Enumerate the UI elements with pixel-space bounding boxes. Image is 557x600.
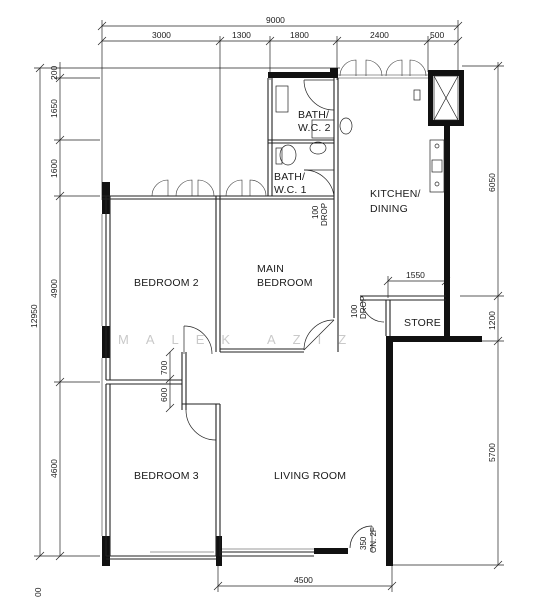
internal-walls xyxy=(102,78,446,560)
windows xyxy=(101,59,428,553)
kitchen-label-line2: DINING xyxy=(370,203,408,215)
dim-left-seg-2: 1650 xyxy=(49,99,59,118)
dim-top-seg-4: 2400 xyxy=(370,30,389,40)
dimension-lines xyxy=(34,20,504,592)
kitchen-label-line1: KITCHEN/ xyxy=(370,188,421,200)
drop-labels: 100 DROP 100 DROP 350 ON. 2F xyxy=(311,203,378,553)
dim-left-bottom-partial: 00 xyxy=(33,587,43,597)
bath-wc1-label-line2: W.C. 1 xyxy=(274,184,307,196)
dim-bottom: 4500 xyxy=(294,575,313,585)
store-label: STORE xyxy=(404,317,441,329)
dim-left-seg-4: 4900 xyxy=(49,279,59,298)
dim-top-seg-5: 500 xyxy=(430,30,444,40)
doors xyxy=(183,79,385,552)
dimension-text: 9000 3000 1300 1800 2400 500 12950 200 1… xyxy=(29,15,497,597)
dim-left-seg-7: 4600 xyxy=(49,459,59,478)
dim-left-seg-5: 700 xyxy=(159,361,169,375)
bath-drop-value: 100 xyxy=(311,205,320,219)
dim-left-overall: 12950 xyxy=(29,304,39,328)
dim-right-seg-2: 1200 xyxy=(487,311,497,330)
main-bedroom-label-line2: BEDROOM xyxy=(257,277,313,289)
watermark: MALEK AZIZ xyxy=(118,332,363,347)
bath-wc2-label-line1: BATH/ xyxy=(298,109,329,121)
dim-left-seg-6: 600 xyxy=(159,388,169,402)
store-drop-text: DROP xyxy=(359,296,368,319)
fixtures xyxy=(275,75,459,193)
dim-top-seg-2: 1300 xyxy=(232,30,251,40)
dim-left-seg-1: 200 xyxy=(49,66,59,80)
dim-right-seg-3: 5700 xyxy=(487,443,497,462)
bath-wc2-label-line2: W.C. 2 xyxy=(298,122,331,134)
dim-kitchen-width: 1550 xyxy=(406,270,425,280)
bedroom-3-label: BEDROOM 3 xyxy=(134,470,199,482)
main-bedroom-label-line1: MAIN xyxy=(257,263,284,275)
dim-right-seg-1: 6050 xyxy=(487,173,497,192)
dim-top-overall: 9000 xyxy=(266,15,285,25)
bath-drop-text: DROP xyxy=(320,203,329,226)
store-drop-value: 100 xyxy=(350,304,359,318)
dim-top-seg-1: 3000 xyxy=(152,30,171,40)
living-room-label: LIVING ROOM xyxy=(274,470,346,482)
dim-left-seg-3: 1600 xyxy=(49,159,59,178)
bedroom-2-label: BEDROOM 2 xyxy=(134,277,199,289)
bath-wc1-label-line1: BATH/ xyxy=(274,171,305,183)
room-labels: BATH/ W.C. 2 BATH/ W.C. 1 KITCHEN/ DININ… xyxy=(134,109,441,482)
entrance-step-value: 350 xyxy=(359,536,368,550)
dim-top-seg-3: 1800 xyxy=(290,30,309,40)
entrance-step-text: ON. 2F xyxy=(369,527,378,553)
